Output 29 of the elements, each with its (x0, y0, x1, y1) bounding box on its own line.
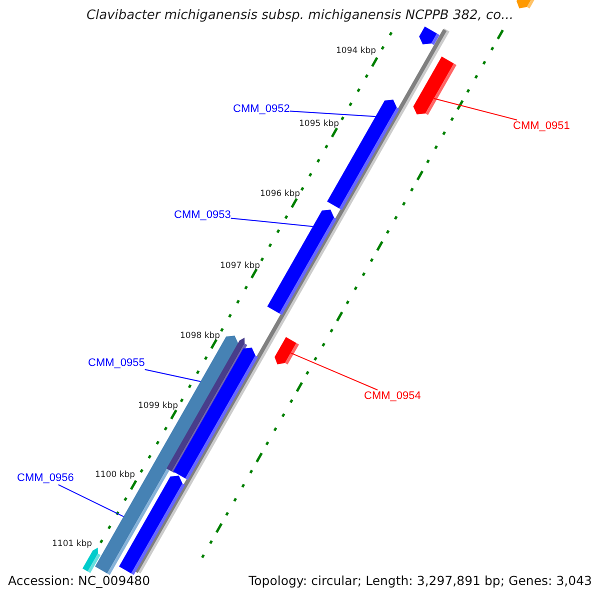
title: Clavibacter michiganensis subsp. michiganensis NCPPB 382, co... (85, 9, 515, 24)
gene-label: CMM_0951 (513, 120, 570, 133)
leader-line (290, 352, 378, 390)
leader-line (289, 110, 376, 118)
gene-feature (413, 56, 456, 115)
leader-line (144, 368, 201, 382)
scale-label: 1101 kbp (52, 540, 92, 550)
gene-feature (95, 462, 170, 575)
gene-feature (267, 210, 337, 315)
genome-info: Topology: circular; Length: 3,297,891 bp; Genes: 3,043 (248, 574, 592, 588)
gene-feature (419, 26, 440, 45)
gene-label: CMM_0952 (233, 103, 290, 116)
gene-label: CMM_0956 (17, 472, 74, 485)
gene-label: CMM_0954 (364, 390, 421, 403)
scale-label: 1100 kbp (95, 471, 136, 481)
leader-line (433, 98, 518, 120)
scale-label: 1095 kbp (299, 120, 340, 130)
leader-line (230, 218, 314, 228)
leader-line (58, 484, 124, 518)
scale-label: 1094 kbp (336, 47, 376, 57)
scale-label: 1099 kbp (138, 402, 178, 412)
accession-label: Accession: NC_009480 (8, 574, 150, 588)
scale-label: 1097 kbp (220, 262, 260, 272)
scale-label: 1098 kbp (180, 332, 220, 342)
gene-label: CMM_0953 (174, 209, 231, 222)
gene-feature (274, 337, 300, 364)
gene-label: CMM_0955 (88, 357, 145, 370)
scale-label: 1096 kbp (260, 190, 300, 200)
gene-feature (82, 548, 101, 573)
